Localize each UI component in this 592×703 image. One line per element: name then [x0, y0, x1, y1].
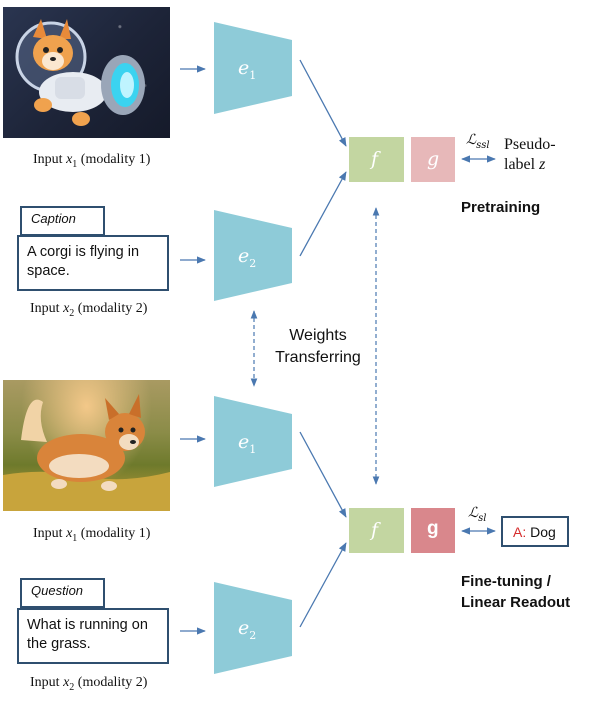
weights-line1: Weights [289, 327, 347, 344]
encoder-e1-pretrain-label: e1 [238, 57, 257, 82]
g-block-pretrain [411, 137, 455, 182]
arrow-e2-to-f-finetune [299, 542, 347, 628]
g-block-finetune [411, 508, 455, 553]
answer-text: Dog [526, 524, 556, 540]
arrow-e1-to-f-finetune [299, 431, 347, 518]
encoder-e2-finetune [214, 582, 292, 674]
f-label-finetune: f [371, 519, 379, 541]
input-x2-label-finetune: Input x2 (modality 2) [30, 675, 148, 693]
finetuning-title-line2: Linear Readout [461, 594, 571, 611]
input-x2-label-pretrain: Input x2 (modality 2) [30, 301, 148, 319]
loss-ssl-label: ℒssl [466, 132, 490, 151]
f-block-finetune [349, 508, 404, 553]
answer-prefix: A: [513, 524, 527, 540]
question-text-box: What is running on the grass. [17, 608, 169, 664]
g-label-finetune: g [427, 518, 439, 539]
arrow-e2-to-f-pretrain [299, 171, 347, 257]
pretraining-title: Pretraining [461, 199, 541, 216]
g-label-pretrain: g [427, 148, 440, 170]
corgi-astronaut-image [3, 7, 170, 138]
encoder-e1-finetune [214, 396, 292, 487]
f-block-pretrain [349, 137, 404, 182]
pseudo-label-text: Pseudo- label z [504, 135, 556, 175]
encoder-e2-pretrain [214, 210, 292, 301]
answer-box: A: Dog [501, 516, 569, 547]
pseudo-label-line1: Pseudo- [504, 136, 556, 153]
question-tab: Question [20, 578, 105, 608]
finetuning-title-line1: Fine-tuning / [461, 573, 551, 590]
input-x1-label-pretrain: Input x1 (modality 1) [33, 152, 151, 170]
encoder-e2-finetune-label: e2 [238, 617, 257, 642]
f-label-pretrain: f [371, 148, 379, 170]
weights-transferring-label: Weights Transferring [262, 325, 374, 369]
input-x1-label-finetune: Input x1 (modality 1) [33, 526, 151, 544]
pseudo-label-line2: label z [504, 156, 546, 173]
loss-sl-label: ℒsl [468, 505, 487, 524]
encoder-e1-pretrain [214, 22, 292, 114]
finetuning-title: Fine-tuning / Linear Readout [461, 571, 570, 613]
encoder-e2-pretrain-label: e2 [238, 245, 257, 270]
caption-tab: Caption [20, 206, 105, 236]
weights-line2: Transferring [275, 349, 361, 366]
caption-text-box: A corgi is flying in space. [17, 235, 169, 291]
corgi-running-image [3, 380, 170, 511]
encoder-e1-finetune-label: e1 [238, 431, 257, 456]
arrow-e1-to-f-pretrain [299, 59, 347, 147]
